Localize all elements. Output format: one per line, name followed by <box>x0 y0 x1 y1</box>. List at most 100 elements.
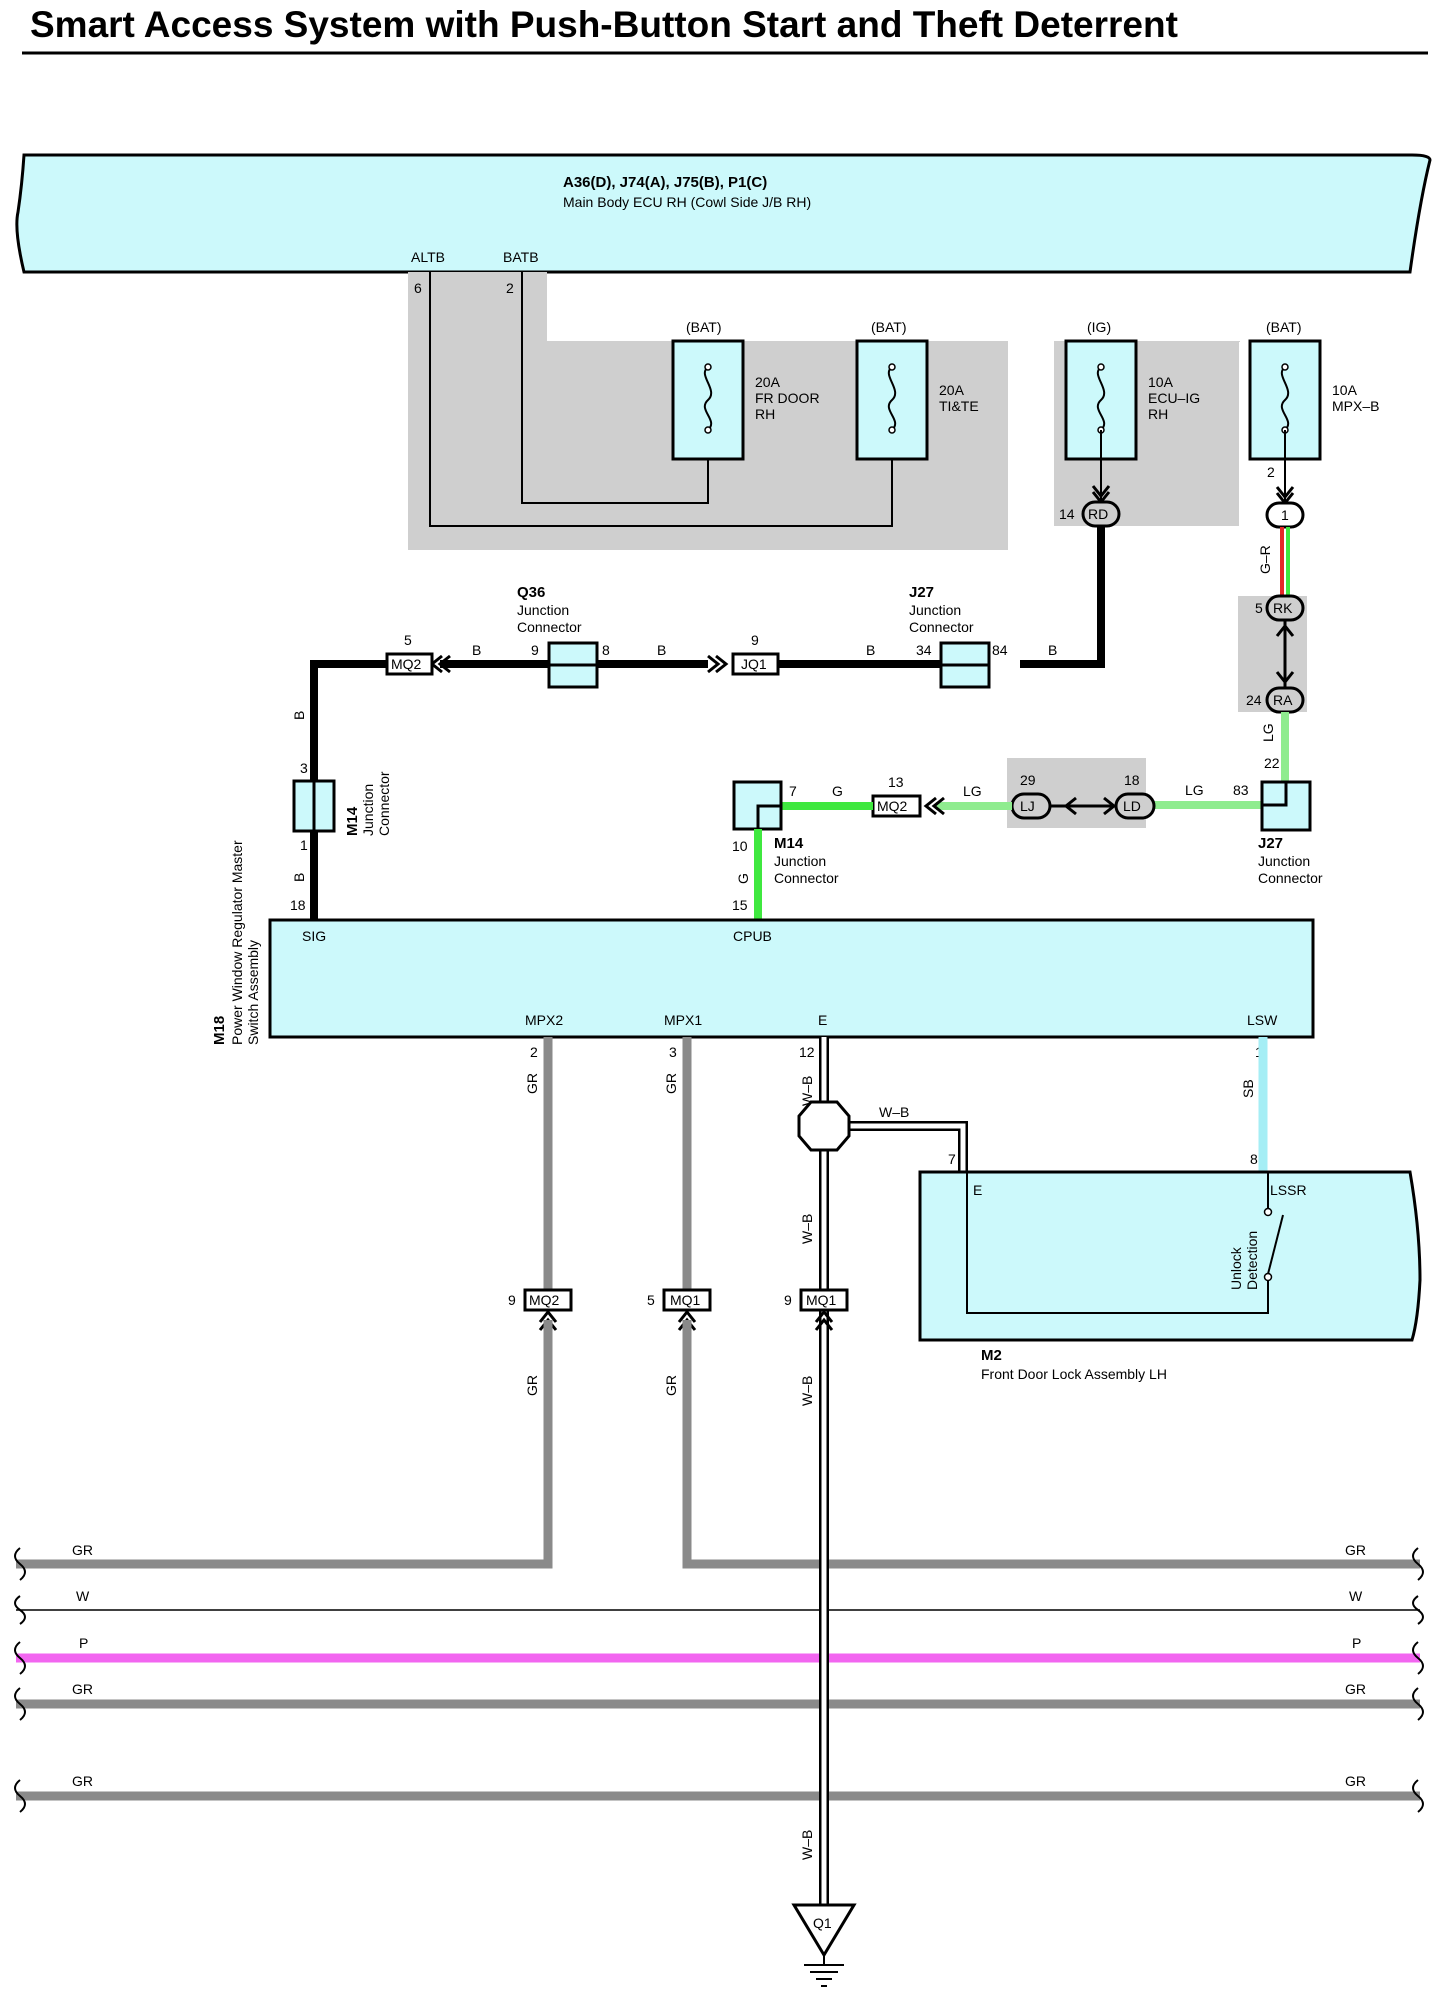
m14-left-code: M14 <box>344 806 361 836</box>
m14-mid-name2: Connector <box>774 870 839 886</box>
mpx-b-feed: 2 1 G–R RK 5 RA 24 LG 22 <box>1246 430 1305 782</box>
mq2-mid-pin: 13 <box>888 774 904 790</box>
ecu-rh-name: Main Body ECU RH (Cowl Side J/B RH) <box>563 194 811 210</box>
b-wire-label-2: B <box>866 642 875 658</box>
j27r-pin-top: 22 <box>1264 755 1280 771</box>
m18-pin-e: E <box>818 1012 827 1028</box>
m14-mid-pin-right: 7 <box>789 783 797 799</box>
j27-right-name1: Junction <box>1258 853 1310 869</box>
fuse-3-rating: 10A <box>1148 374 1174 390</box>
m18-name2: Switch Assembly <box>245 940 261 1045</box>
main-body-ecu-rh: A36(D), J74(A), J75(B), P1(C) Main Body … <box>15 153 1432 274</box>
fuse-1-supply: (BAT) <box>686 319 722 335</box>
num-batb: 2 <box>506 280 514 296</box>
bus-label-right-4: GR <box>1345 1681 1366 1697</box>
lg-wire-label-vert: LG <box>1260 723 1276 742</box>
fuse-2-name: TI&TE <box>939 398 979 414</box>
m14-left-pin-bot: 1 <box>300 837 308 853</box>
wb-wire-label-1: W–B <box>799 1076 815 1106</box>
fuse-4-supply: (BAT) <box>1266 319 1302 335</box>
rd-pin: 14 <box>1059 506 1075 522</box>
rk-label: RK <box>1273 600 1293 616</box>
b-wire-label-4: B <box>472 642 481 658</box>
j27r-pin-left: 83 <box>1233 782 1249 798</box>
gr-wire-label-2: GR <box>663 1073 679 1094</box>
m18-pin-sig: SIG <box>302 928 326 944</box>
m2-num-lssr: 8 <box>1250 1151 1258 1167</box>
m18-num-mpx1: 3 <box>669 1044 677 1060</box>
mq2-bot-pin: 9 <box>508 1292 516 1308</box>
pin-batb: BATB <box>503 249 539 265</box>
ld-label: LD <box>1123 798 1141 814</box>
b-wire-label-3: B <box>657 642 666 658</box>
m2-num-e: 7 <box>948 1151 956 1167</box>
page-title: Smart Access System with Push-Button Sta… <box>30 4 1178 45</box>
q36-pin-in: 9 <box>531 642 539 658</box>
mq1-a-pin: 5 <box>647 1292 655 1308</box>
bus-label-right-3: P <box>1352 1635 1361 1651</box>
bus-label-left-3: P <box>79 1635 88 1651</box>
bus-label-left-2: W <box>76 1588 90 1604</box>
altb-batb-wires: 6 2 <box>414 272 893 527</box>
ecu-rh-codes: A36(D), J74(A), J75(B), P1(C) <box>563 174 767 191</box>
fuse-mpx-b: (BAT) 10A MPX–B <box>1248 319 1379 461</box>
gr-wire-label-4: GR <box>663 1375 679 1396</box>
rk-pin: 5 <box>1255 600 1263 616</box>
bus-label-left-1: GR <box>72 1542 93 1558</box>
wb-wire-label-4: W–B <box>799 1376 815 1406</box>
lg-wire-label-2: LG <box>963 783 982 799</box>
m18-num-mpx2: 2 <box>530 1044 538 1060</box>
pin-altb: ALTB <box>411 249 445 265</box>
m18-pin-mpx2: MPX2 <box>525 1012 563 1028</box>
m14-left-pin-top: 3 <box>300 760 308 776</box>
b-wire-label-1: B <box>1048 642 1057 658</box>
fuse-1-rating: 20A <box>755 374 781 390</box>
m14-mid-code: M14 <box>774 835 804 852</box>
g-wire-label-1: G <box>832 783 843 799</box>
black-b-wire: J27 Junction Connector 34 84 B B JQ1 9 B… <box>290 584 1057 920</box>
m2-code: M2 <box>981 1347 1002 1364</box>
jq1-pin: 9 <box>751 632 759 648</box>
q36-name2: Connector <box>517 619 582 635</box>
m2-pin-lssr: LSSR <box>1270 1182 1307 1198</box>
lg-wire-label-1: LG <box>1185 782 1204 798</box>
q1-ground-point <box>791 1903 857 1958</box>
m14-mid-pin-bot: 10 <box>732 838 748 854</box>
m18-num-e: 12 <box>799 1044 815 1060</box>
connector-1 <box>1265 501 1305 529</box>
ra-label: RA <box>1273 692 1293 708</box>
wb-wire-label-2: W–B <box>879 1104 909 1120</box>
fuse-fr-door-rh: (BAT) 20A FR DOOR RH <box>671 319 820 461</box>
switch-contact-top <box>1263 1207 1273 1217</box>
bus-lines: GR W P GR GR GR W P GR GR <box>14 1542 1424 1813</box>
q36-pin-out: 8 <box>602 642 610 658</box>
num-altb: 6 <box>414 280 422 296</box>
mq1-b-pin: 9 <box>784 1292 792 1308</box>
sb-wire: 1 SB 8 7 <box>948 1037 1268 1172</box>
m2-name: Front Door Lock Assembly LH <box>981 1366 1167 1382</box>
rd-label: RD <box>1088 506 1108 522</box>
j27-right-code: J27 <box>1258 835 1283 852</box>
sb-wire-label: SB <box>1240 1079 1256 1098</box>
j27-top-name2: Connector <box>909 619 974 635</box>
m14-mid-name1: Junction <box>774 853 826 869</box>
lj-label: LJ <box>1020 798 1035 814</box>
fuse-4-name: MPX–B <box>1332 398 1379 414</box>
fuse-3-supply: (IG) <box>1087 319 1111 335</box>
bus-label-left-5: GR <box>72 1773 93 1789</box>
m14-left-name1: Junction <box>360 784 376 836</box>
mq2-mid-label: MQ2 <box>877 798 908 814</box>
fuse-3-name: ECU–IG <box>1148 390 1200 406</box>
mq1-b-label: MQ1 <box>806 1292 837 1308</box>
fuse-ti-te: (BAT) 20A TI&TE <box>855 319 979 461</box>
ground-wire-w-b: 12 W–B W–B W–B MQ1 9 W–B W–B Q1 <box>784 1037 968 1987</box>
m18-pin-lsw: LSW <box>1247 1012 1278 1028</box>
ra-pin: 24 <box>1246 692 1262 708</box>
ld-pin: 18 <box>1124 772 1140 788</box>
bus-label-right-2: W <box>1349 1588 1363 1604</box>
fuse-1-name: FR DOOR <box>755 390 820 406</box>
j27-right-name2: Connector <box>1258 870 1323 886</box>
j27-top-pin-in: 34 <box>916 642 932 658</box>
